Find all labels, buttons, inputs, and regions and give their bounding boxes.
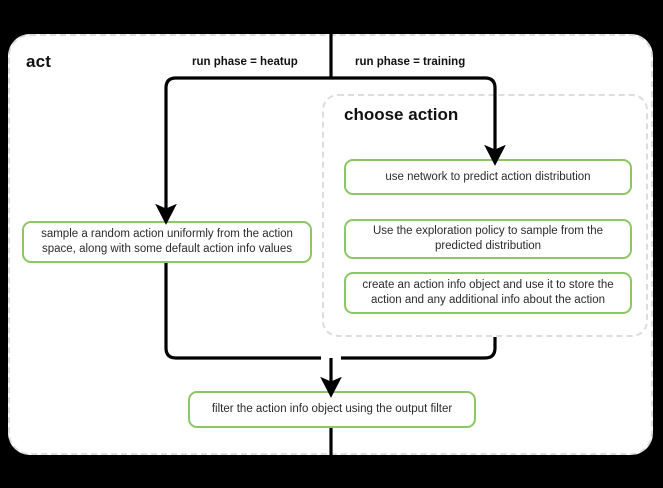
node-exploration-policy[interactable]: Use the exploration policy to sample fro… xyxy=(344,219,632,259)
act-group-title: act xyxy=(26,52,52,71)
node-filter-action-info[interactable]: filter the action info object using the … xyxy=(188,391,476,428)
node-use-network[interactable]: use network to predict action distributi… xyxy=(344,159,632,195)
edge-label-heatup: run phase = heatup xyxy=(192,56,298,68)
node-create-action-info[interactable]: create an action info object and use it … xyxy=(344,272,632,314)
edge-label-training: run phase = training xyxy=(355,56,466,68)
choose-action-group-title: choose action xyxy=(344,105,459,124)
node-sample-random-action[interactable]: sample a random action uniformly from th… xyxy=(22,221,312,263)
